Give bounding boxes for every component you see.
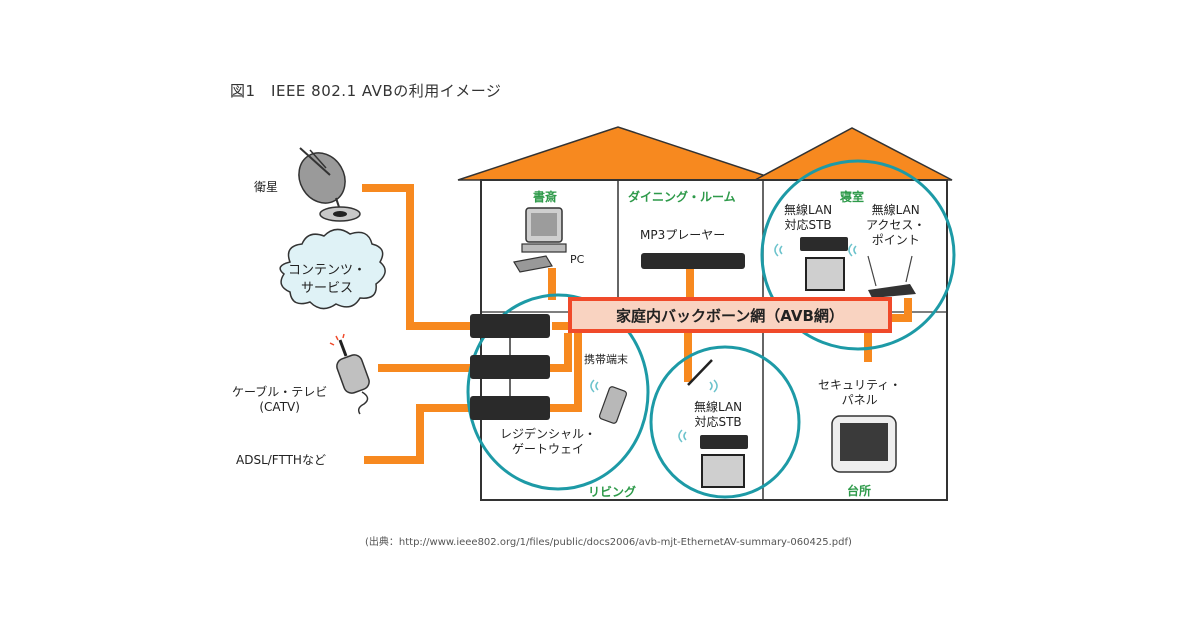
label-adsl: ADSL/FTTHなど (236, 453, 326, 467)
label-catv: ケーブル・テレビ (CATV) (232, 385, 328, 414)
access-point-icon (867, 255, 916, 298)
zone-gateway (466, 293, 650, 491)
figure-title: 図1 IEEE 802.1 AVBの利用イメージ (230, 82, 502, 100)
mp3-player-icon (641, 253, 745, 269)
label-satellite: 衛星 (254, 180, 279, 194)
room-bedroom: 寝室 (840, 190, 865, 204)
zone-bedroom (760, 159, 956, 351)
figure-source: (出典：http://www.ieee802.org/1/files/publi… (365, 537, 852, 548)
catv-box-icon (329, 333, 370, 415)
satellite-dish-icon (298, 147, 361, 222)
label-pc: PC (570, 253, 585, 266)
label-access-point: 無線LAN アクセス・ ポイント (866, 203, 926, 247)
label-living-stb: 無線LAN 対応STB (694, 400, 743, 429)
room-study: 書斎 (533, 190, 558, 204)
wireless-wave-icons (590, 243, 857, 443)
cable-satellite (362, 184, 478, 330)
gateway-box-1 (470, 314, 550, 338)
internal-cables (548, 268, 912, 412)
security-panel-icon (831, 415, 897, 473)
gateway-box-2 (470, 355, 550, 379)
roof-main (457, 126, 779, 181)
backbone-label: 家庭内バックボーン網（AVB網） (616, 306, 844, 325)
roof-bedroom (754, 127, 953, 181)
external-cables (362, 184, 478, 464)
label-gateway: レジデンシャル・ ゲートウェイ (500, 427, 597, 456)
wireless-zones (466, 159, 956, 499)
label-bedroom-stb: 無線LAN 対応STB (784, 203, 833, 232)
gateway-box-3 (470, 396, 550, 420)
room-living: リビング (588, 485, 637, 499)
cloud-icon (279, 228, 386, 310)
living-stb-tv-icon (687, 359, 748, 488)
label-mp3: MP3プレーヤー (640, 228, 726, 242)
label-mobile: 携帯端末 (584, 353, 628, 366)
label-security-panel: セキュリティ・ パネル (818, 378, 902, 407)
zone-living-stb (649, 345, 801, 499)
label-content-service: コンテンツ・ サービス (288, 263, 367, 296)
cable-adsl (364, 404, 478, 464)
pc-icon (513, 207, 567, 273)
room-kitchen: 台所 (847, 484, 872, 498)
backbone-network-box: 家庭内バックボーン網（AVB網） (568, 297, 892, 333)
room-dining: ダイニング・ルーム (628, 190, 736, 204)
mobile-phone-icon (598, 386, 628, 424)
bedroom-stb-tv-icon (800, 237, 848, 291)
gateway-boxes (470, 314, 550, 420)
